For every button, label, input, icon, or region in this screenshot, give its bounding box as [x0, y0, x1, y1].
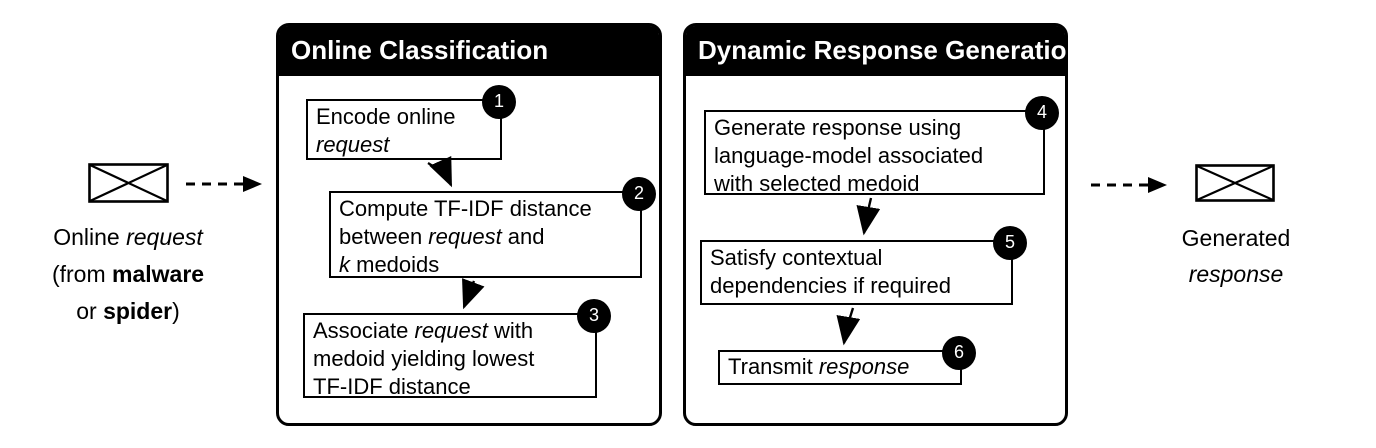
step-5-box: 5 Satisfy contextual dependencies if req… — [700, 226, 1027, 305]
envelope-icon — [88, 163, 169, 203]
output-label-line1: Generated — [1181, 225, 1291, 251]
step-3-box: 3 Associate request with medoid yielding… — [303, 299, 611, 399]
output-label-line2: response — [1188, 261, 1284, 287]
step-4-line3: with selected medoid — [714, 171, 920, 196]
input-label-line3: or spider) — [76, 298, 180, 324]
dashed-arrow-icon — [1091, 177, 1167, 193]
input-label-line2: (from malware — [51, 261, 205, 287]
step-1-box: 1 Encode online request — [306, 85, 516, 160]
step-2-box: 2 Compute TF-IDF distance between reques… — [329, 177, 656, 278]
panel-dynamic-response-generation-title: Dynamic Response Generation — [686, 26, 1082, 76]
input-label-line1: Online request — [53, 224, 203, 250]
step-1-line1: Encode online — [316, 104, 456, 129]
step-3-line2: medoid yielding lowest — [313, 346, 535, 371]
step-4-box: 4 Generate response using language-model… — [704, 96, 1059, 196]
step-5-line1: Satisfy contextual — [710, 245, 883, 270]
step-2-line2: between request and — [339, 224, 545, 249]
step-1-line2: request — [316, 132, 390, 157]
step-5-badge: 5 — [993, 226, 1027, 260]
input-request-label: Online request (from malware or spider) — [16, 219, 240, 330]
step-4-line1: Generate response using — [714, 115, 962, 140]
step-4-badge: 4 — [1025, 96, 1059, 130]
step-2-line1: Compute TF-IDF distance — [339, 196, 592, 221]
step-6-badge: 6 — [942, 336, 976, 370]
step-3-badge: 3 — [577, 299, 611, 333]
step-2-badge: 2 — [622, 177, 656, 211]
step-5-line2: dependencies if required — [710, 273, 951, 298]
step-1-badge: 1 — [482, 85, 516, 119]
step-3-line1: Associate request with — [313, 318, 534, 343]
output-response-label: Generated response — [1146, 220, 1326, 292]
step-6-box: 6 Transmit response — [718, 336, 976, 385]
step-4-line2: language-model associated — [714, 143, 984, 168]
step-3-line3: TF-IDF distance — [313, 374, 471, 399]
dashed-arrow-icon — [186, 176, 262, 192]
panel-online-classification-title: Online Classification — [279, 26, 659, 76]
envelope-icon — [1195, 164, 1275, 202]
step-6-line1: Transmit response — [728, 354, 910, 379]
step-2-line3: k medoids — [339, 252, 440, 277]
